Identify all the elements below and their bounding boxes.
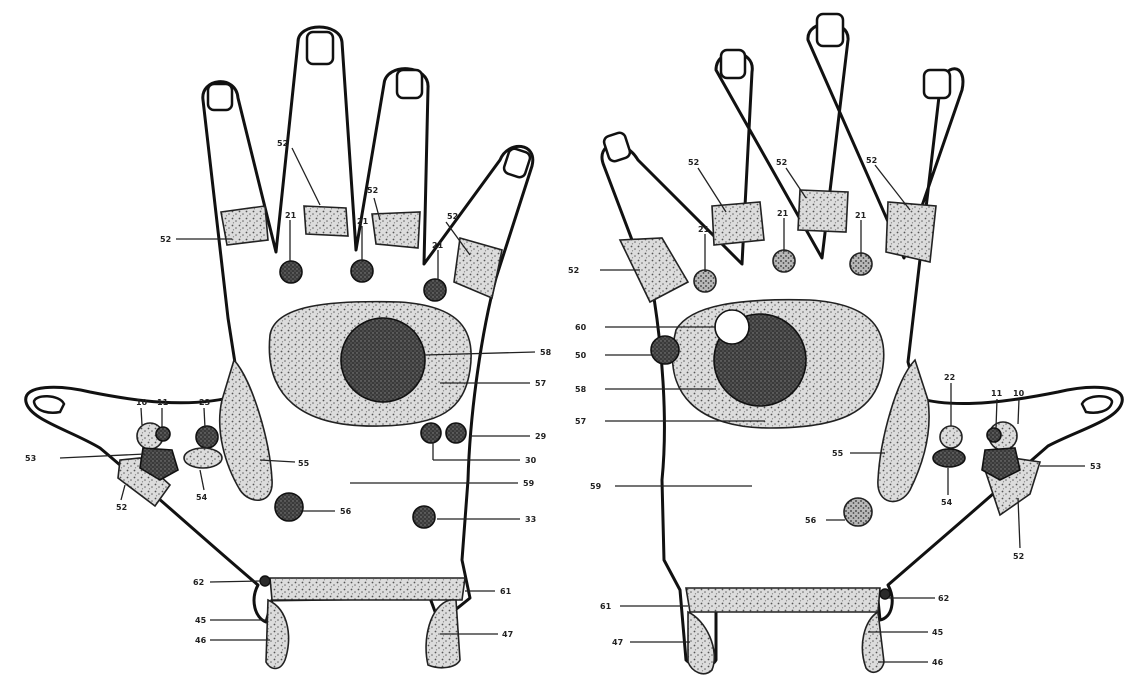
left-label-52-top: 52 (277, 139, 288, 148)
right-label-62: 62 (938, 594, 949, 603)
left-point-29-b (446, 423, 466, 443)
right-nail-ring (721, 50, 745, 78)
right-point-21-c (850, 253, 872, 275)
left-label-21-b: 21 (357, 217, 369, 226)
left-point-11 (156, 427, 170, 441)
right-label-45: 45 (932, 628, 944, 637)
right-label-56: 56 (805, 516, 817, 525)
left-label-33: 33 (525, 515, 536, 524)
left-point-62 (260, 576, 270, 586)
left-point-21-a (280, 261, 302, 283)
right-label-53: 53 (1090, 462, 1101, 471)
left-nail-middle (307, 32, 333, 64)
left-label-29: 29 (535, 432, 547, 441)
left-label-21-c: 21 (432, 241, 444, 250)
right-label-46: 46 (932, 658, 944, 667)
left-label-52-mid: 52 (367, 186, 378, 195)
left-label-23: 23 (199, 398, 210, 407)
right-nail-thumb (1082, 396, 1112, 412)
right-label-60: 60 (575, 323, 587, 332)
right-label-21-c: 21 (855, 211, 867, 220)
left-label-56: 56 (340, 507, 352, 516)
left-point-56 (275, 493, 303, 521)
right-label-52-left: 52 (568, 266, 579, 275)
left-point-21-c (424, 279, 446, 301)
left-label-47: 47 (502, 630, 513, 639)
left-nail-ring (397, 70, 422, 98)
left-label-52-left: 52 (160, 235, 171, 244)
left-label-10: 10 (136, 398, 148, 407)
right-zone-61 (686, 588, 880, 612)
left-label-21-a: 21 (285, 211, 297, 220)
left-point-29-a (421, 423, 441, 443)
right-point-21-b (773, 250, 795, 272)
right-label-54: 54 (941, 498, 953, 507)
right-zone-54 (933, 449, 965, 467)
right-label-52-thumb: 52 (1013, 552, 1024, 561)
right-point-50 (651, 336, 679, 364)
left-label-59: 59 (523, 479, 535, 488)
right-point-56 (844, 498, 872, 526)
right-label-55: 55 (832, 449, 844, 458)
left-label-55: 55 (298, 459, 310, 468)
right-point-21-a (694, 270, 716, 292)
left-zone-45-46 (266, 600, 289, 669)
left-zone-52-band-2 (304, 206, 348, 236)
right-label-22: 22 (944, 373, 955, 382)
left-point-33 (413, 506, 435, 528)
left-zone-61 (270, 578, 465, 600)
right-label-59: 59 (590, 482, 602, 491)
left-point-21-b (351, 260, 373, 282)
left-label-52-right: 52 (447, 212, 458, 221)
left-point-23 (196, 426, 218, 448)
left-label-30: 30 (525, 456, 537, 465)
left-label-46: 46 (195, 636, 207, 645)
left-label-52-thumb: 52 (116, 503, 127, 512)
left-label-62: 62 (193, 578, 204, 587)
left-label-11: 11 (157, 398, 169, 407)
left-label-58: 58 (540, 348, 552, 357)
right-label-10: 10 (1013, 389, 1025, 398)
right-zone-52-band-4 (886, 202, 936, 262)
right-zone-52-band-2 (712, 202, 764, 245)
right-label-47: 47 (612, 638, 623, 647)
right-label-21-b: 21 (777, 209, 789, 218)
right-label-52-b: 52 (776, 158, 787, 167)
right-point-60 (715, 310, 749, 344)
right-nail-middle (817, 14, 843, 46)
right-point-11 (987, 428, 1001, 442)
left-label-45: 45 (195, 616, 207, 625)
left-nail-thumb (34, 396, 64, 412)
left-label-54: 54 (196, 493, 208, 502)
right-label-50: 50 (575, 351, 587, 360)
right-nail-index (924, 70, 950, 98)
left-label-57: 57 (535, 379, 546, 388)
left-zone-58 (341, 318, 425, 402)
left-label-53: 53 (25, 454, 36, 463)
right-label-11: 11 (991, 389, 1003, 398)
left-label-61: 61 (500, 587, 512, 596)
right-label-57: 57 (575, 417, 586, 426)
left-zone-54 (184, 448, 222, 468)
right-label-61: 61 (600, 602, 612, 611)
left-hand: 52 52 52 52 21 21 21 58 57 29 30 59 33 5… (25, 27, 552, 669)
right-label-58: 58 (575, 385, 587, 394)
left-nail-index (208, 84, 232, 110)
right-label-52-c: 52 (866, 156, 877, 165)
right-point-22 (940, 426, 962, 448)
right-hand: 52 52 52 52 21 21 21 60 50 58 57 59 56 5… (568, 14, 1122, 674)
right-label-21-a: 21 (698, 225, 710, 234)
right-label-52-a: 52 (688, 158, 699, 167)
